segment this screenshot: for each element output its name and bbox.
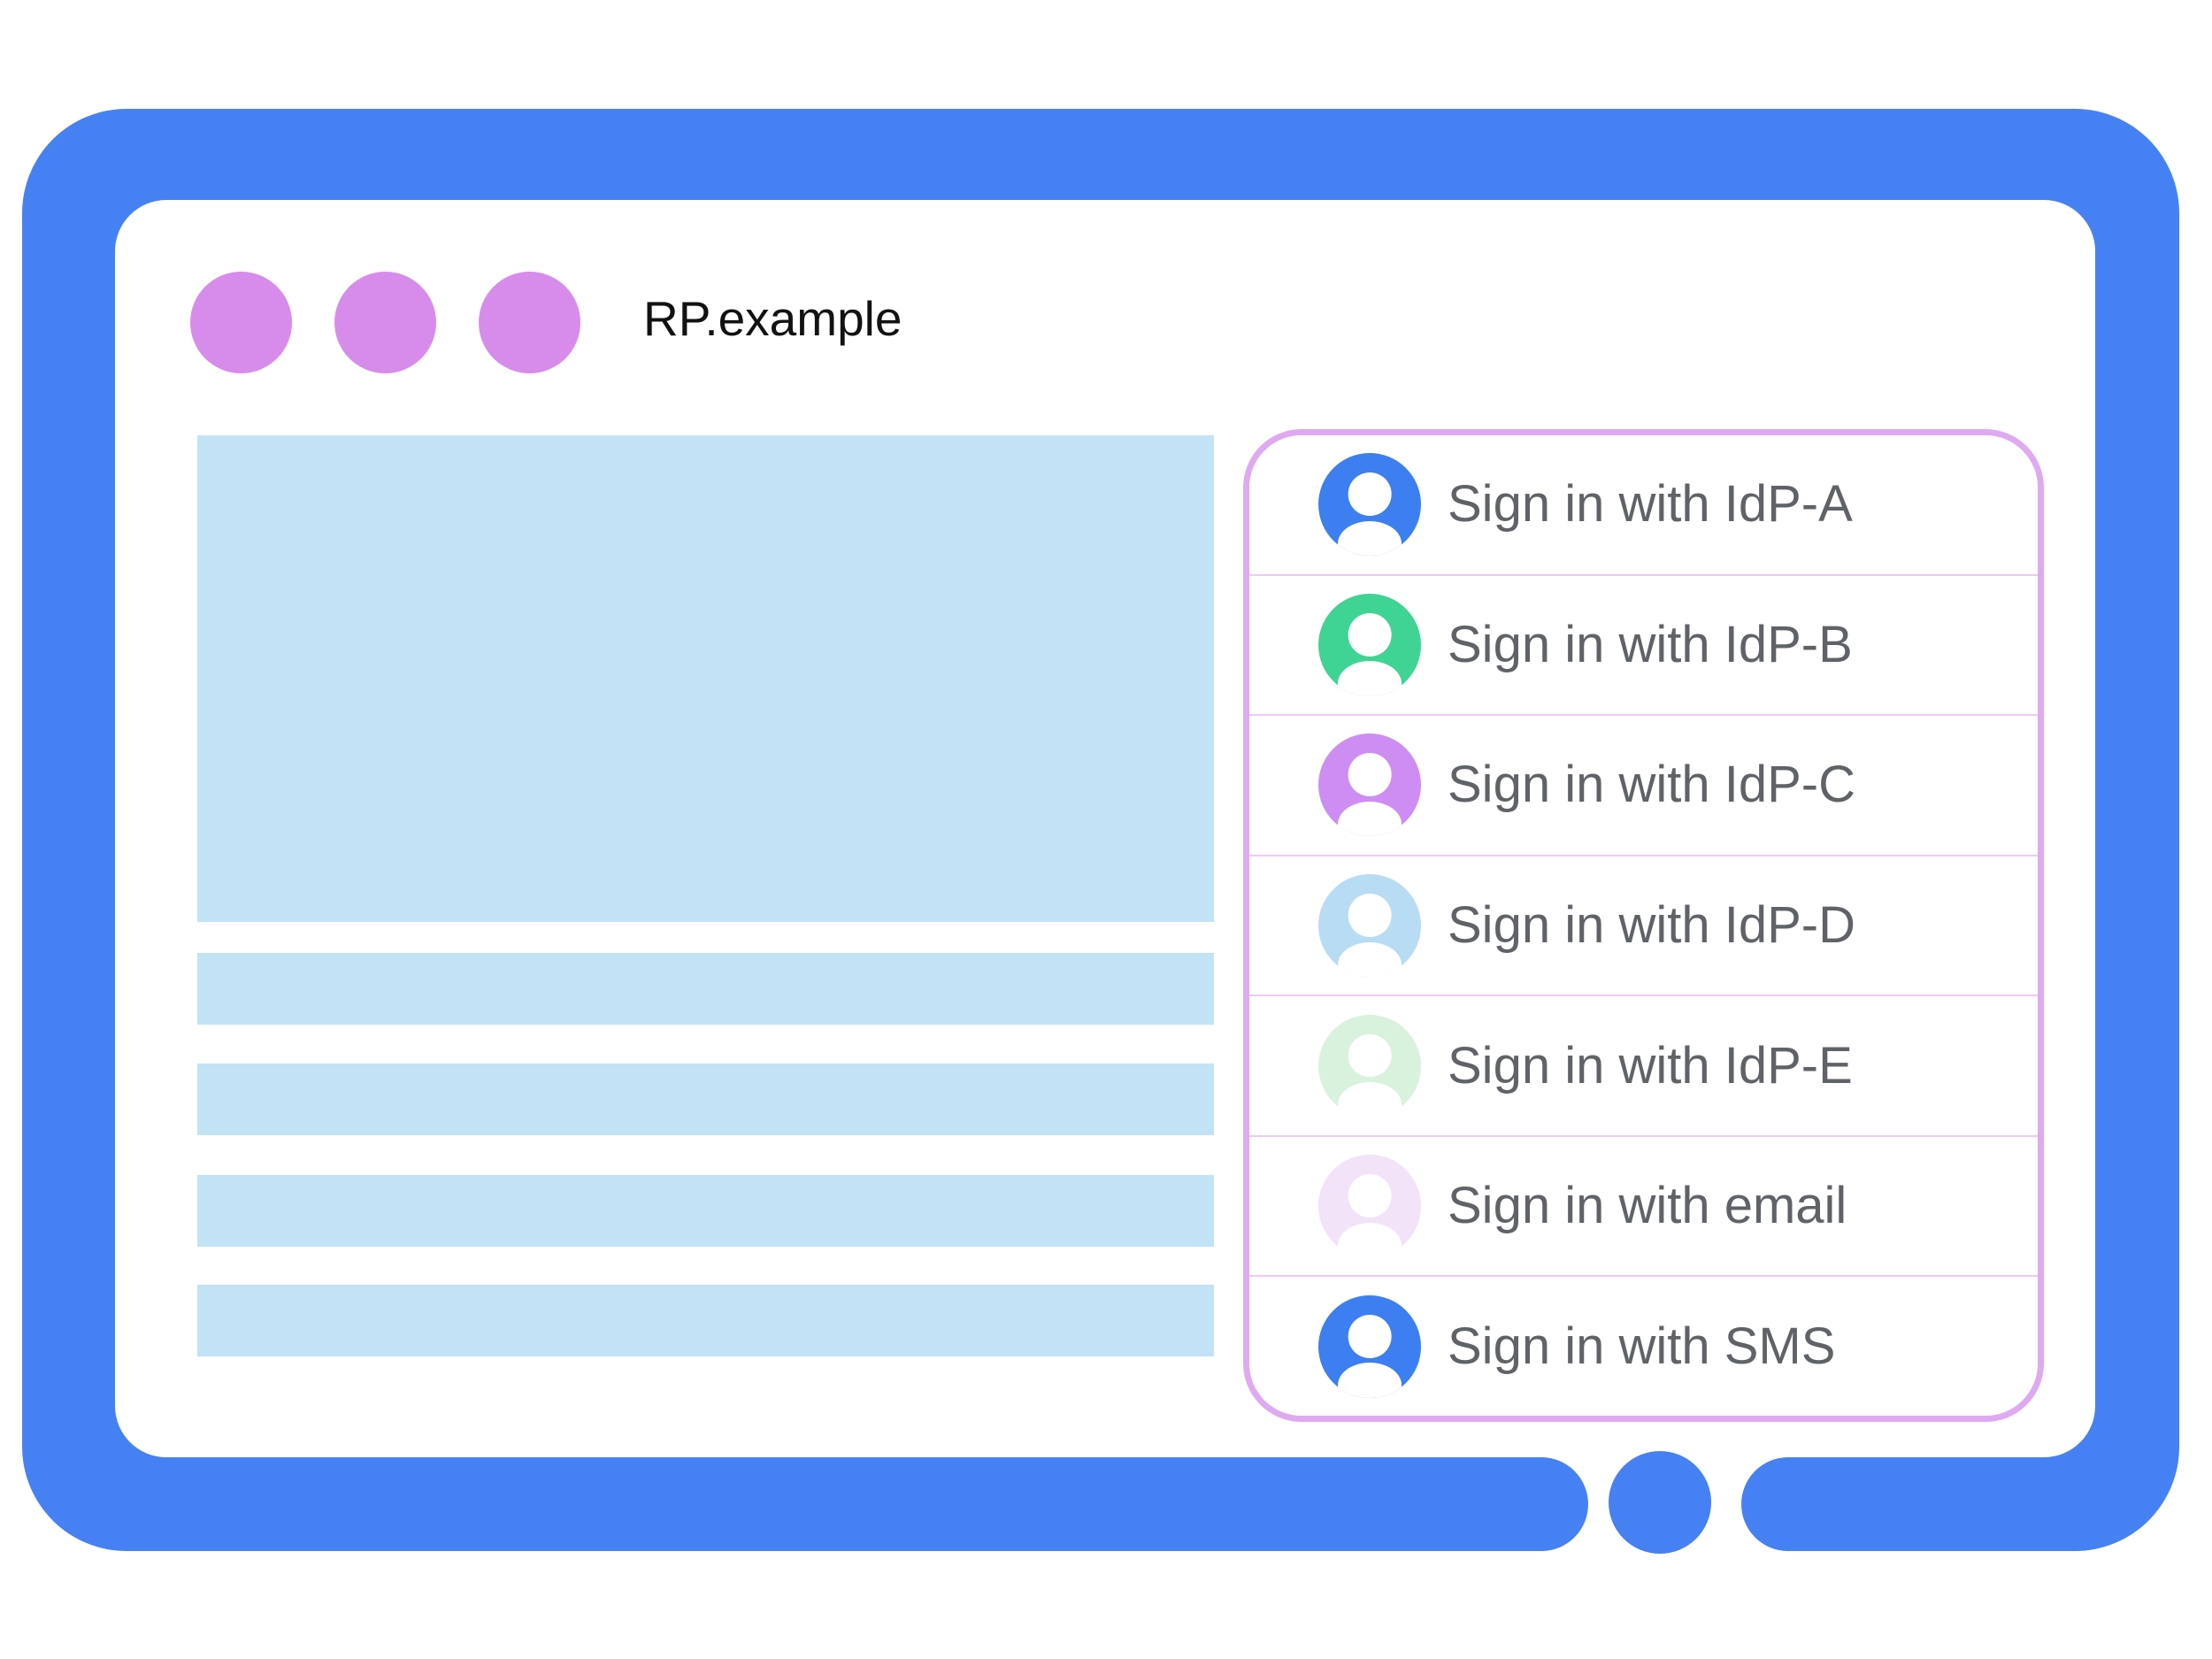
person-icon (1318, 874, 1421, 978)
person-icon (1318, 1155, 1421, 1258)
signin-panel: Sign in with IdP-A Sign in with IdP-B Si… (1243, 429, 2044, 1422)
signin-option-label: Sign in with SMS (1448, 1317, 1836, 1375)
window-control-dot-icon[interactable] (190, 272, 292, 373)
signin-option-label: Sign in with IdP-E (1448, 1036, 1853, 1094)
signin-option-label: Sign in with email (1448, 1177, 1847, 1235)
content-placeholder-line (197, 1064, 1214, 1135)
person-icon (1318, 1014, 1421, 1118)
content-placeholder-line (197, 1285, 1214, 1356)
person-icon (1318, 453, 1421, 557)
signin-option-email[interactable]: Sign in with email (1249, 1134, 2038, 1276)
signin-option-idp-b[interactable]: Sign in with IdP-B (1249, 573, 2038, 715)
signin-option-label: Sign in with IdP-A (1448, 475, 1853, 534)
person-icon (1318, 1294, 1421, 1398)
bezel-right-cap (1741, 1457, 1887, 1551)
signin-option-idp-d[interactable]: Sign in with IdP-D (1249, 854, 2038, 995)
page-title: RP.example (643, 291, 902, 346)
home-button[interactable] (1609, 1451, 1711, 1554)
person-icon (1318, 733, 1421, 837)
signin-option-idp-e[interactable]: Sign in with IdP-E (1249, 995, 2038, 1135)
content-placeholder-hero (197, 435, 1214, 922)
signin-option-label: Sign in with IdP-B (1448, 615, 1853, 673)
window-control-dot-icon[interactable] (334, 272, 436, 373)
signin-option-idp-c[interactable]: Sign in with IdP-C (1249, 714, 2038, 855)
content-placeholder-line (197, 953, 1214, 1025)
window-control-dot-icon[interactable] (479, 272, 580, 373)
signin-option-label: Sign in with IdP-D (1448, 896, 1855, 955)
signin-option-label: Sign in with IdP-C (1448, 756, 1855, 814)
content-placeholder-line (197, 1175, 1214, 1247)
bezel-left-cap (1442, 1457, 1588, 1551)
signin-option-sms[interactable]: Sign in with SMS (1249, 1275, 2038, 1416)
person-icon (1318, 593, 1421, 696)
signin-option-idp-a[interactable]: Sign in with IdP-A (1249, 435, 2038, 574)
